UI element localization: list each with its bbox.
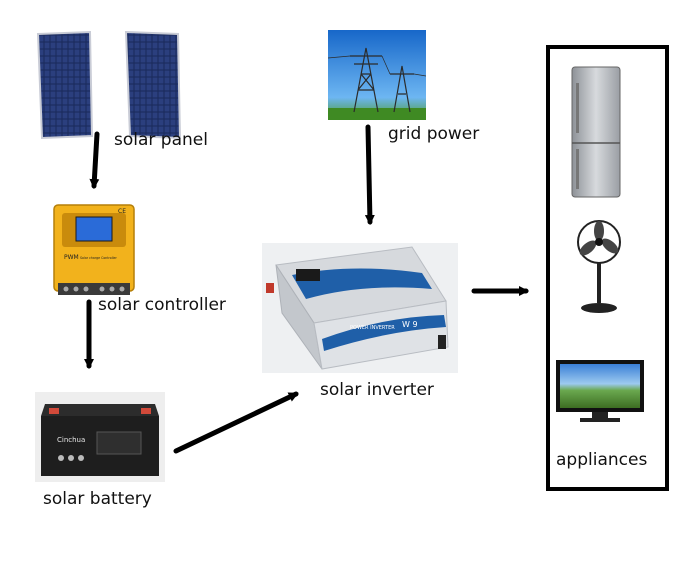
terminal-block-icon bbox=[58, 283, 130, 295]
label-solar-controller: solar controller bbox=[98, 295, 226, 315]
inverter-terminals-icon bbox=[266, 283, 446, 349]
grid-power-image bbox=[328, 30, 426, 120]
fan-blades-icon bbox=[579, 221, 619, 256]
solar-inverter-image: POWER INVERTER W 9 bbox=[262, 243, 458, 373]
arrow-battery-to-inverter bbox=[173, 391, 299, 454]
inverter-model-text: W 9 bbox=[402, 320, 418, 329]
solar-battery-image: Cinchua bbox=[35, 392, 165, 482]
television-image bbox=[556, 360, 644, 422]
inverter-panel-text: POWER INVERTER bbox=[350, 325, 395, 331]
label-solar-inverter: solar inverter bbox=[320, 380, 434, 400]
controller-brand-text: PWM bbox=[64, 254, 79, 261]
arrow-panel-to-controller bbox=[89, 131, 100, 189]
label-appliances: appliances bbox=[556, 450, 648, 470]
label-grid-power: grid power bbox=[388, 124, 480, 144]
solar-controller-image: PWM Solar charge Controller CE bbox=[53, 204, 135, 295]
controller-sub-text: Solar charge Controller bbox=[80, 256, 117, 260]
refrigerator-image bbox=[571, 66, 621, 198]
battery-brand-text: Cinchua bbox=[57, 436, 85, 444]
battery-warning-icons bbox=[58, 455, 84, 461]
pylon-tower-icon bbox=[328, 47, 426, 113]
label-solar-panel: solar panel bbox=[114, 130, 208, 150]
arrow-grid-to-inverter bbox=[364, 124, 375, 225]
solar-panel-image bbox=[36, 30, 182, 140]
ce-mark-text: CE bbox=[118, 208, 126, 215]
label-solar-battery: solar battery bbox=[43, 489, 152, 509]
standing-fan-image bbox=[577, 220, 621, 313]
appliances-frame bbox=[546, 45, 669, 491]
solar-panel-left-shape bbox=[36, 30, 94, 140]
solar-panel-right-shape bbox=[124, 30, 182, 140]
